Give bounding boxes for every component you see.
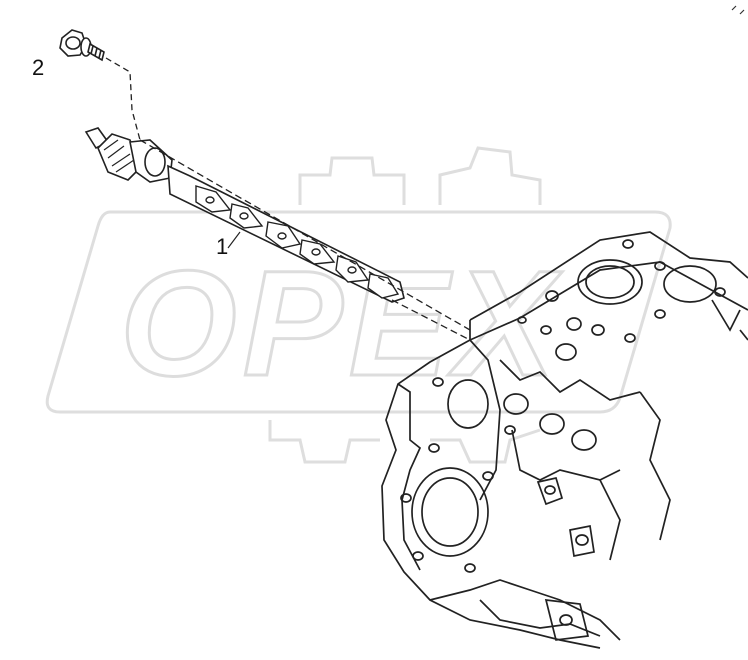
callout-1-leader bbox=[227, 231, 241, 249]
cylinder-bore-2 bbox=[663, 265, 717, 303]
watermark-logo: OPEX bbox=[45, 146, 672, 464]
cylinder-bore-1 bbox=[577, 259, 643, 305]
watermark-frame bbox=[45, 210, 672, 414]
side-port-1 bbox=[503, 393, 529, 415]
engine-top-deck bbox=[469, 231, 748, 321]
bolt-leader-line bbox=[105, 57, 141, 141]
engine-block bbox=[381, 231, 748, 649]
watermark-gear-bottom bbox=[268, 420, 380, 464]
oil-pan-flange bbox=[544, 599, 590, 641]
timing-opening bbox=[411, 467, 489, 557]
corner-marks bbox=[731, 5, 745, 15]
lower-boss-2 bbox=[569, 524, 595, 558]
side-port-3 bbox=[571, 429, 597, 451]
upper-opening bbox=[447, 379, 489, 429]
callout-1-label: 1 bbox=[216, 234, 229, 259]
watermark-gear-top bbox=[298, 156, 406, 205]
shaft-part-1 bbox=[84, 127, 471, 341]
lower-boss-1 bbox=[536, 476, 564, 506]
callout-2-label: 2 bbox=[32, 55, 45, 80]
engine-bottom bbox=[429, 579, 621, 641]
side-port-2 bbox=[539, 413, 565, 435]
cam-lobes bbox=[195, 185, 400, 299]
bolt-part-2 bbox=[59, 29, 141, 141]
shaft-install-leader bbox=[139, 139, 471, 331]
